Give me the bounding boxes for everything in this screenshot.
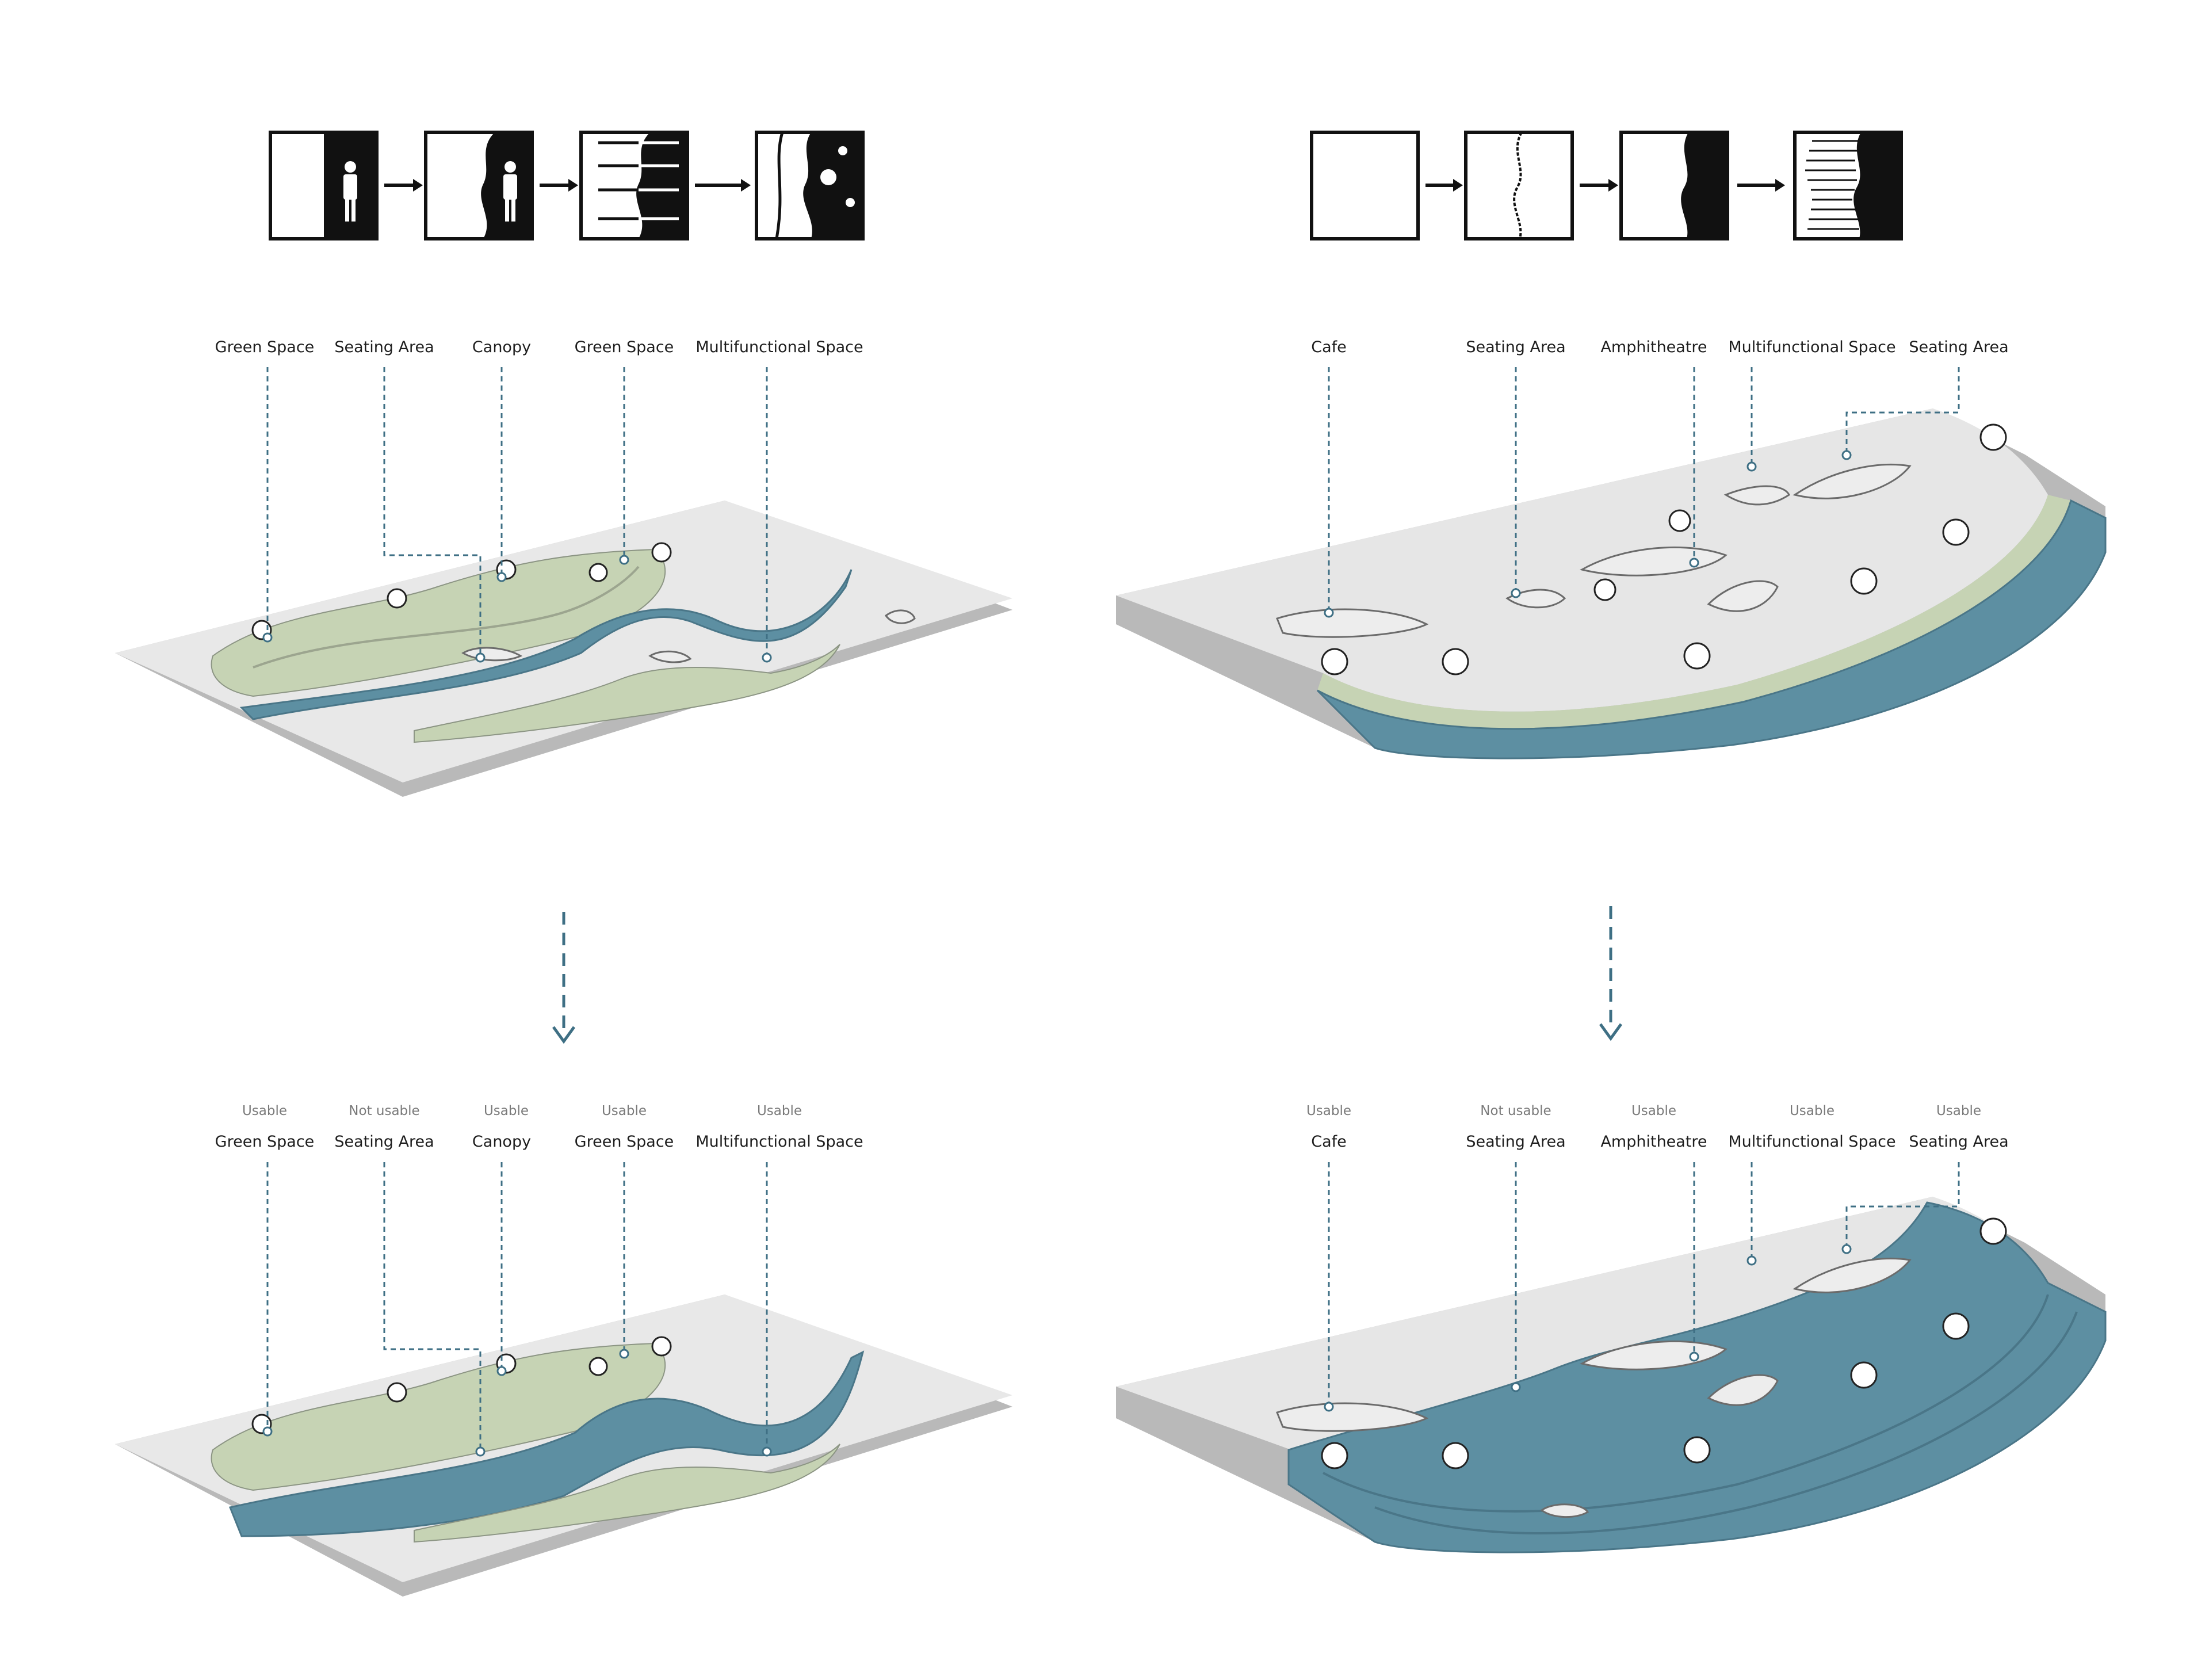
status-cafe: Usable bbox=[1306, 1104, 1351, 1118]
label-seating-area: Seating Area bbox=[334, 338, 434, 356]
label-multifunctional-space: Multifunctional Space bbox=[695, 1133, 863, 1151]
label-amphitheatre: Amphitheatre bbox=[1600, 1133, 1707, 1151]
labels-bottom-right: Cafe Seating Area Amphitheatre Multifunc… bbox=[1311, 1133, 2008, 1151]
label-seating-area: Seating Area bbox=[1909, 1133, 2008, 1151]
label-green-space: Green Space bbox=[575, 338, 674, 356]
label-multifunctional-space: Multifunctional Space bbox=[1728, 1133, 1895, 1151]
label-amphitheatre: Amphitheatre bbox=[1600, 338, 1707, 356]
labels-top-left: Green Space Seating Area Canopy Green Sp… bbox=[215, 338, 863, 356]
leader-lines-bottom-left bbox=[262, 1162, 772, 1457]
label-multifunctional-space: Multifunctional Space bbox=[1728, 338, 1895, 356]
transition-arrow-right bbox=[1599, 906, 1623, 1041]
label-green-space: Green Space bbox=[575, 1133, 674, 1151]
status-canopy: Usable bbox=[484, 1104, 529, 1118]
label-green-space: Green Space bbox=[215, 338, 315, 356]
labels-bottom-left: Green Space Seating Area Canopy Green Sp… bbox=[215, 1133, 863, 1151]
site-model-top-right bbox=[1116, 408, 2107, 759]
transition-arrow-left bbox=[552, 912, 576, 1044]
leader-lines-top-left bbox=[262, 367, 772, 663]
label-seating-area: Seating Area bbox=[1466, 338, 1565, 356]
pictogram-sequence-left bbox=[269, 131, 865, 240]
labels-top-right: Cafe Seating Area Amphitheatre Multifunc… bbox=[1311, 338, 2008, 356]
site-model-top-left bbox=[115, 501, 1012, 797]
label-canopy: Canopy bbox=[472, 1133, 531, 1151]
status-seating-area: Not usable bbox=[1480, 1104, 1551, 1118]
status-amphitheatre: Usable bbox=[1631, 1104, 1676, 1118]
site-model-bottom-left bbox=[115, 1295, 1012, 1597]
status-bottom-right: Usable Not usable Usable Usable Usable bbox=[1306, 1104, 1981, 1118]
status-seating-area: Not usable bbox=[349, 1104, 419, 1118]
leader-lines-top-right bbox=[1324, 367, 1960, 618]
status-green-space: Usable bbox=[242, 1104, 287, 1118]
site-model-bottom-right bbox=[1116, 1197, 2107, 1553]
label-seating-area: Seating Area bbox=[1909, 338, 2008, 356]
status-multifunctional-space: Usable bbox=[757, 1104, 802, 1118]
label-seating-area: Seating Area bbox=[1466, 1133, 1565, 1151]
label-cafe: Cafe bbox=[1311, 338, 1347, 356]
status-bottom-left: Usable Not usable Usable Usable Usable bbox=[242, 1104, 802, 1118]
status-multifunctional-space: Usable bbox=[1790, 1104, 1835, 1118]
label-seating-area: Seating Area bbox=[334, 1133, 434, 1151]
status-seating-area: Usable bbox=[1936, 1104, 1981, 1118]
label-canopy: Canopy bbox=[472, 338, 531, 356]
label-multifunctional-space: Multifunctional Space bbox=[695, 338, 863, 356]
label-cafe: Cafe bbox=[1311, 1133, 1347, 1151]
pictogram-sequence-right bbox=[1310, 131, 1903, 240]
leader-lines-bottom-right bbox=[1324, 1162, 1960, 1412]
label-green-space: Green Space bbox=[215, 1133, 315, 1151]
status-green-space: Usable bbox=[602, 1104, 647, 1118]
